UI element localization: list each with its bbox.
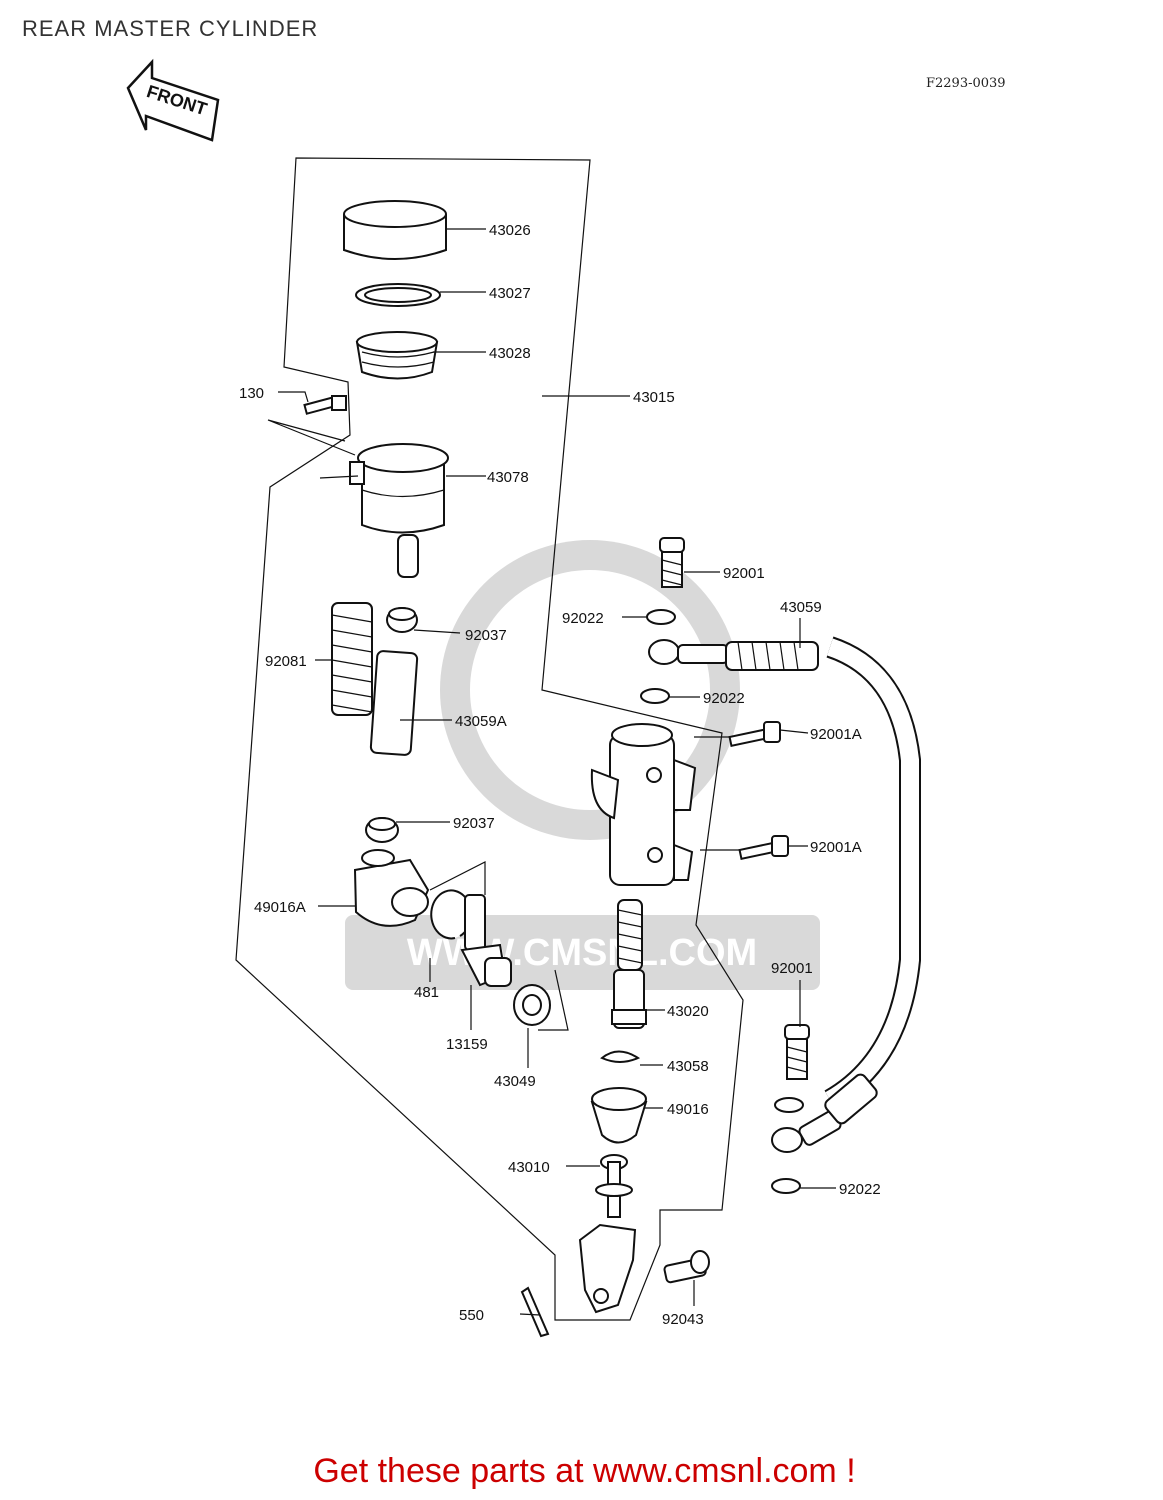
- label-43027: 43027: [489, 285, 531, 302]
- dust-boot: [590, 1087, 648, 1144]
- label-13159: 13159: [446, 1036, 488, 1053]
- label-92037-lower: 92037: [453, 815, 495, 832]
- label-92001A-upper: 92001A: [810, 726, 862, 743]
- diaphragm: [355, 331, 439, 380]
- label-43049: 43049: [494, 1073, 536, 1090]
- label-92001-upper: 92001: [723, 565, 765, 582]
- push-rod: [578, 1154, 637, 1314]
- banjo-bolt-lower: [784, 1024, 810, 1080]
- diagram-code: F2293-0039: [926, 76, 1006, 91]
- master-cylinder-body: [590, 723, 697, 886]
- label-550: 550: [459, 1307, 484, 1324]
- hose-joint: [353, 849, 430, 927]
- inlet-fitting: [460, 894, 512, 987]
- label-43015: 43015: [633, 389, 675, 406]
- label-49016: 49016: [667, 1101, 709, 1118]
- spring: [331, 602, 373, 716]
- mounting-bolt-upper: [728, 721, 781, 748]
- leader-lines: [267, 228, 836, 1316]
- copper-washer-lower-b: [771, 1178, 801, 1194]
- watermark: WWW.CMSNL.COM: [345, 540, 820, 990]
- label-43028: 43028: [489, 345, 531, 362]
- label-92022-upper: 92022: [562, 610, 604, 627]
- mounting-bolt-lower: [738, 835, 789, 861]
- hose-clamp-upper: [386, 607, 418, 633]
- label-43026: 43026: [489, 222, 531, 239]
- reservoir-assembly-outline: [235, 157, 744, 1321]
- footer-link[interactable]: Get these parts at www.cmsnl.com !: [0, 1452, 1163, 1491]
- banjo-bolt-upper: [659, 537, 685, 588]
- reservoir-cap: [343, 200, 447, 260]
- label-92022-lower: 92022: [839, 1181, 881, 1198]
- part-labels: 43026 43027 43028 43015 130 43078 92001 …: [239, 222, 881, 1328]
- footer-text: Get these parts at www.cmsnl.com !: [313, 1452, 856, 1490]
- front-arrow-icon: FRONT: [126, 58, 220, 142]
- reservoir-hose: [369, 650, 419, 756]
- label-92001A-lower: 92001A: [810, 839, 862, 856]
- copper-washer-lower-a: [774, 1097, 804, 1113]
- clevis-pin: [663, 1250, 710, 1284]
- copper-washer-upper: [646, 609, 676, 625]
- label-43020: 43020: [667, 1003, 709, 1020]
- retainer-clip: [600, 1050, 641, 1063]
- o-ring-fitting: [513, 984, 551, 1026]
- cotter-pin: [520, 1286, 550, 1338]
- piston-assembly: [611, 899, 647, 1029]
- label-43010: 43010: [508, 1159, 550, 1176]
- label-92037-upper: 92037: [465, 627, 507, 644]
- label-130: 130: [239, 385, 264, 402]
- page-title: REAR MASTER CYLINDER: [22, 16, 319, 41]
- reservoir-tank: [349, 443, 449, 578]
- label-43078: 43078: [487, 469, 529, 486]
- brake-hose: [648, 636, 921, 1153]
- label-49016A: 49016A: [254, 899, 306, 916]
- label-92001-lower: 92001: [771, 960, 813, 977]
- label-92081: 92081: [265, 653, 307, 670]
- hose-clamp-lower: [365, 817, 399, 843]
- label-43059A: 43059A: [455, 713, 507, 730]
- screw: [303, 395, 347, 415]
- label-481: 481: [414, 984, 439, 1001]
- diaphragm-plate-inner: [364, 287, 432, 303]
- label-92022-middle: 92022: [703, 690, 745, 707]
- label-92043: 92043: [662, 1311, 704, 1328]
- label-43058: 43058: [667, 1058, 709, 1075]
- copper-washer-middle: [640, 688, 670, 704]
- label-43059: 43059: [780, 599, 822, 616]
